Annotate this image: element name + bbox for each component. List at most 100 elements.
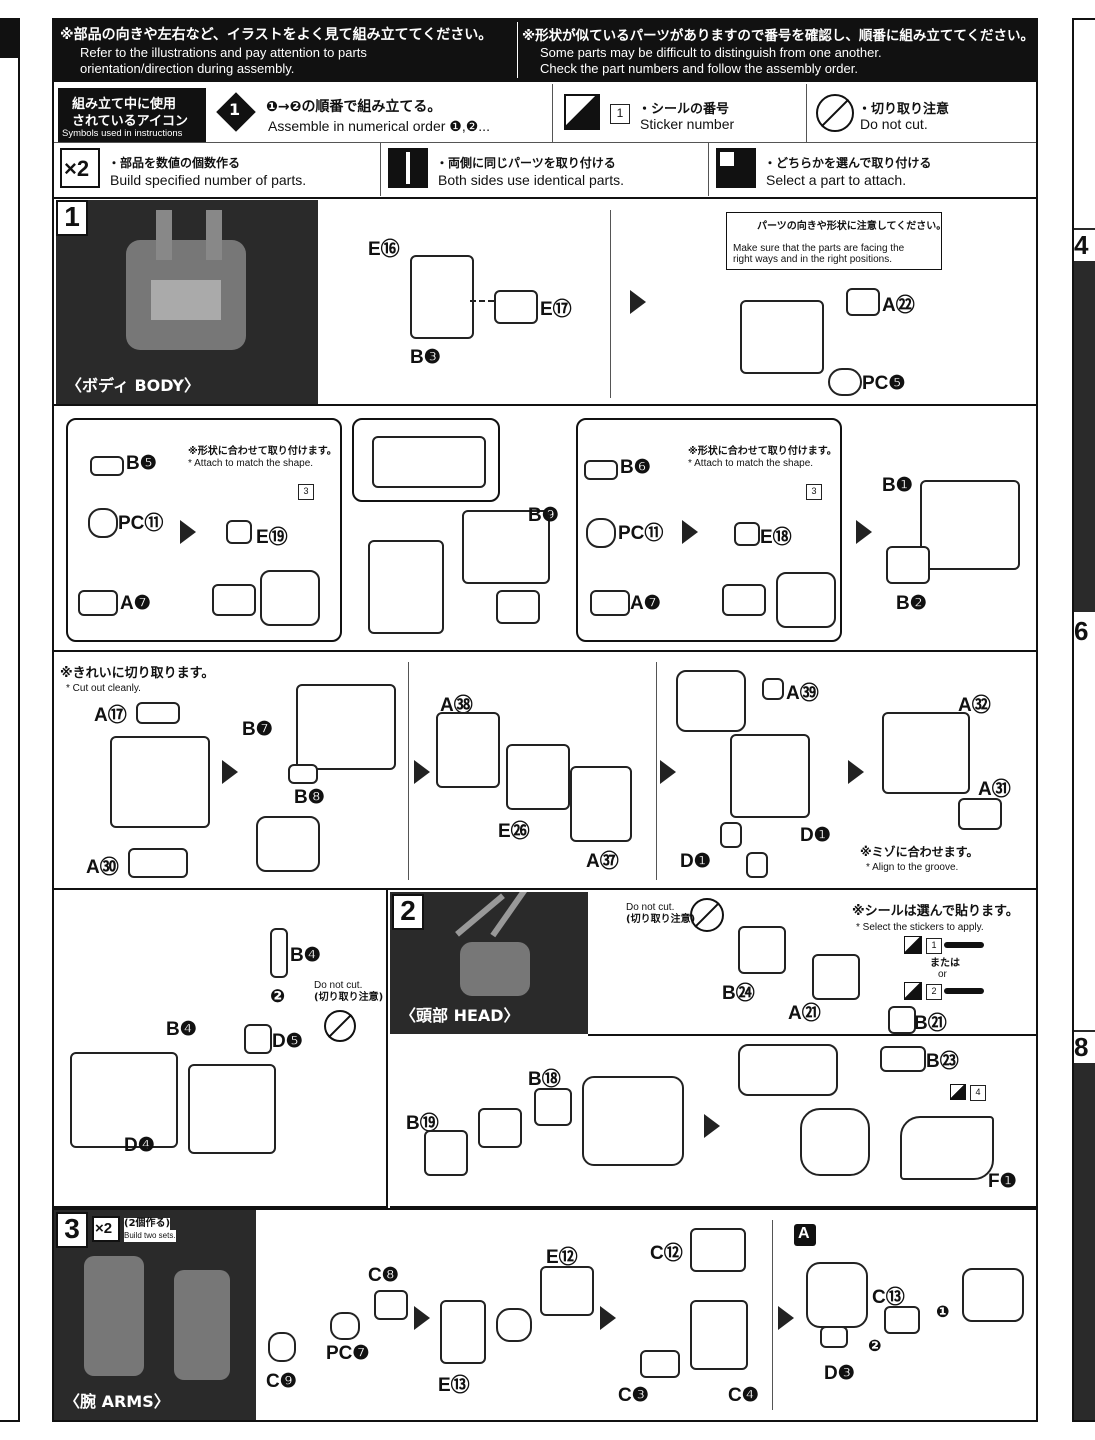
right-step-6-number: 6 — [1074, 616, 1089, 646]
select-en: Select a part to attach. — [766, 172, 907, 188]
tag-b4-top: B❹ — [290, 945, 321, 966]
head-detail-inset — [582, 1076, 684, 1166]
groove-note-en: * Align to the groove. — [866, 862, 959, 873]
order-ja: ❶→❷の順番で組み立てる。 — [266, 99, 442, 115]
tag-d1-left: D❶ — [680, 851, 711, 872]
legend-row-divider — [54, 142, 1036, 143]
e19-detail-left — [260, 570, 320, 626]
legend-sep-2 — [806, 84, 807, 142]
right-edge-photo-4 — [1074, 228, 1095, 612]
body-part-e17 — [494, 290, 538, 324]
legend-sep-1 — [552, 84, 553, 142]
step3-number: 3 — [56, 1212, 88, 1248]
part-e18 — [734, 522, 760, 546]
tag-d1-right: D❶ — [800, 825, 831, 846]
body-part-1 — [410, 255, 474, 339]
d3-detail — [806, 1262, 868, 1328]
attach-note-en-left: * Attach to match the shape. — [188, 458, 314, 469]
tag-d3: D❸ — [824, 1363, 855, 1384]
tag-a22: A㉒ — [882, 295, 915, 316]
arm-assembly — [690, 1300, 748, 1370]
part-a31 — [958, 798, 1002, 830]
left-edge-sliver — [0, 18, 20, 1422]
tag-b2: B❷ — [896, 593, 927, 614]
sticker-icon-head-1 — [904, 936, 922, 954]
top-right-ja: ※形状が似ているパーツがありますので番号を確認し、順番に組み立ててください。 — [522, 28, 1034, 44]
part-a7-right — [590, 590, 630, 616]
part-a37 — [570, 766, 632, 842]
tag-d5: D❺ — [272, 1031, 303, 1052]
part-b4-vertical — [270, 928, 288, 978]
part-b24 — [738, 926, 786, 974]
b23-detail — [738, 1044, 838, 1096]
body-shoulder-right — [188, 1064, 276, 1154]
head-inner — [478, 1108, 522, 1148]
part-a39 — [762, 678, 784, 700]
part-d1-right — [746, 852, 768, 878]
tag-pc7: PC❼ — [326, 1343, 370, 1364]
sticker-select-en: * Select the stickers to apply. — [856, 922, 984, 933]
part-d5 — [244, 1024, 272, 1054]
tag-b6: B❻ — [620, 457, 651, 478]
multiply-badge: ×2 — [64, 156, 90, 181]
right-edge-sliver — [1072, 18, 1095, 1422]
tag-b24: B㉔ — [722, 983, 755, 1004]
groove-note-ja: ※ミゾに合わせます。 — [860, 845, 979, 859]
body-label: 〈ボディ BODY〉 — [66, 376, 200, 395]
body-photo: 〈ボディ BODY〉 — [56, 200, 318, 404]
tag-e16: E⑯ — [368, 239, 400, 260]
part-d1-left — [720, 822, 742, 848]
top-left-ja: ※部品の向きや左右など、イラストをよく見て組み立ててください。 — [60, 27, 493, 43]
attach-note-ja-left: ※形状に合わせて取り付けます。 — [188, 446, 337, 457]
attach-note-en-right: * Attach to match the shape. — [688, 458, 814, 469]
tag-b4-left: B❹ — [166, 1019, 197, 1040]
tag-pc5: PC❺ — [862, 373, 906, 394]
step3-top-border — [52, 1208, 1038, 1210]
left-edge-header — [0, 18, 20, 58]
tag-c9: C❾ — [266, 1371, 297, 1392]
select-icon — [716, 148, 756, 188]
multiply-ja: ・部品を数値の個数作る — [108, 156, 241, 170]
multiply-icon-step3: ×2 — [92, 1216, 120, 1242]
tag-c12: C⑫ — [650, 1243, 683, 1264]
sticker-2: 2 — [926, 984, 942, 1000]
icon-legend: 組み立て中に使用 されているアイコン Symbols used in instr… — [54, 84, 1036, 196]
top-right-en1: Some parts may be difficult to distingui… — [540, 45, 882, 60]
sticker-shape-2 — [944, 988, 984, 994]
tag-b19: B⑲ — [406, 1113, 439, 1134]
tag-b3: B❸ — [410, 347, 441, 368]
tag-a7-left: A❼ — [120, 593, 151, 614]
right-step-8-number: 8 — [1074, 1032, 1095, 1063]
tag-d4: D❹ — [124, 1135, 155, 1156]
arm-joint — [496, 1308, 532, 1342]
arms-label: 〈腕 ARMS〉 — [64, 1392, 170, 1411]
part-d3 — [820, 1326, 848, 1348]
tag-a32: A㉜ — [958, 695, 991, 716]
part-a17 — [136, 702, 180, 724]
tag-a38: A㊳ — [440, 695, 473, 716]
legend-title-ja2: されているアイコン — [72, 114, 188, 129]
orientation-note-ja: パーツの向きや形状に注意してください。 — [757, 221, 947, 232]
marker-a-label: A — [798, 1225, 810, 1242]
part-a22 — [846, 288, 880, 316]
sticker-1: 1 — [926, 938, 942, 954]
tag-b7: B❼ — [242, 719, 273, 740]
body-assembly-3 — [110, 736, 210, 828]
head-no-cut-en: Do not cut. — [626, 902, 675, 913]
order-2-badge: ❷ — [270, 986, 286, 1007]
orientation-note-en1: Make sure that the parts are facing the — [733, 243, 905, 254]
head-label: 〈頭部 HEAD〉 — [400, 1006, 520, 1025]
cut-clean-en: * Cut out cleanly. — [66, 683, 141, 694]
attach-note-ja-right: ※形状に合わせて取り付けます。 — [688, 446, 837, 457]
part-e19 — [226, 520, 252, 544]
a39-detail — [676, 670, 746, 732]
tag-c13: C⑬ — [872, 1287, 905, 1308]
part-pc11-right — [586, 518, 616, 548]
sticker-ja: ・シールの番号 — [638, 102, 730, 117]
tag-a21: A㉑ — [788, 1003, 821, 1024]
part-c9 — [268, 1332, 296, 1362]
tag-b18: B⑱ — [528, 1069, 561, 1090]
step3-badge-en: Build two sets. — [124, 1230, 176, 1242]
part-f1 — [900, 1116, 994, 1180]
tag-e12: E⑫ — [546, 1247, 578, 1268]
